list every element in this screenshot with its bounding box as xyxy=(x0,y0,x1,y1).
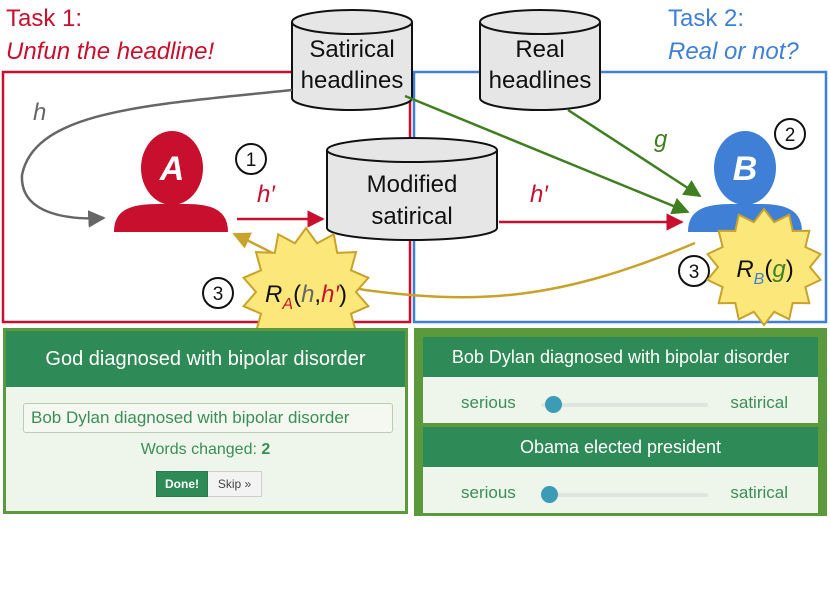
h-prime-label-right: h′ xyxy=(530,181,549,208)
unfun-task-panel: God diagnosed with bipolar disorder Bob … xyxy=(3,328,408,514)
reward-b-g: g xyxy=(772,256,786,283)
skip-button[interactable]: Skip » xyxy=(208,471,262,497)
task2-title: Task 2: xyxy=(668,5,744,32)
rating-slider-row: serious satirical xyxy=(423,473,818,513)
h-label: h xyxy=(33,99,46,126)
step-3-marker-right: 3 xyxy=(678,255,710,287)
original-headline: God diagnosed with bipolar disorder xyxy=(6,331,405,387)
satirical-to-b-arrow xyxy=(404,94,690,215)
words-changed-label: Words changed: xyxy=(140,441,257,458)
step-3-number-right: 3 xyxy=(689,262,700,283)
reward-a-h: h xyxy=(301,281,314,308)
words-changed-count: 2 xyxy=(261,441,271,458)
agent-a-icon: A xyxy=(114,131,228,232)
reward-a-h-prime: h′ xyxy=(321,281,340,308)
reward-b-open-paren: ( xyxy=(764,256,772,283)
modified-satirical-database: Modified satirical xyxy=(326,137,498,241)
action-buttons: Done! Skip » xyxy=(156,471,262,497)
step-1-number: 1 xyxy=(246,150,257,171)
slider-thumb[interactable] xyxy=(544,396,562,413)
task2-subtitle: Real or not? xyxy=(668,38,799,65)
real-or-not-panel: Bob Dylan diagnosed with bipolar disorde… xyxy=(414,328,827,516)
reward-b-r: R xyxy=(736,256,753,283)
reward-a-close-paren: ) xyxy=(339,281,347,308)
rating-card: Obama elected president serious satirica… xyxy=(423,427,818,513)
reward-a-r: R xyxy=(265,281,282,308)
reward-a-formula: RA(h,h′) xyxy=(265,281,347,313)
satirical-db-label-line1: Satirical xyxy=(309,36,394,63)
reward-b-close-paren: ) xyxy=(786,256,794,283)
serious-label: serious xyxy=(461,483,516,502)
rating-slider[interactable] xyxy=(541,486,708,503)
words-changed: Words changed: 2 xyxy=(6,441,405,459)
reward-a-open-paren: ( xyxy=(293,281,301,308)
satirical-headlines-database: Satirical headlines xyxy=(291,9,413,111)
done-button[interactable]: Done! xyxy=(156,471,208,497)
slider-thumb[interactable] xyxy=(541,486,559,503)
agent-a-letter: A xyxy=(159,150,185,188)
h-arrow xyxy=(20,88,293,228)
rating-card: Bob Dylan diagnosed with bipolar disorde… xyxy=(423,337,818,423)
reward-a-comma: , xyxy=(314,281,321,308)
h-prime-label-left: h′ xyxy=(257,181,276,208)
reward-b-formula: RB(g) xyxy=(736,256,793,288)
step-3-marker-left: 3 xyxy=(202,277,234,309)
real-db-label-line1: Real xyxy=(515,36,564,63)
g-label: g xyxy=(654,126,668,153)
task1-title: Task 1: xyxy=(6,5,82,32)
task1-subtitle: Unfun the headline! xyxy=(6,38,214,65)
real-db-label-line2: headlines xyxy=(489,67,592,94)
reward-b-subscript: B xyxy=(754,271,765,288)
agent-b-letter: B xyxy=(733,150,758,188)
rating-slider-row: serious satirical xyxy=(423,383,818,423)
satirical-label: satirical xyxy=(730,483,788,502)
rating-headline: Obama elected president xyxy=(423,427,818,467)
reward-b-star xyxy=(705,207,823,327)
step-3-number-left: 3 xyxy=(213,284,224,305)
reward-a-subscript: A xyxy=(281,296,293,313)
modified-db-label-line2: satirical xyxy=(371,203,452,230)
g-arrow xyxy=(567,108,702,198)
rating-slider[interactable] xyxy=(541,396,708,413)
step-2-marker: 2 xyxy=(774,118,806,150)
modified-db-label-line1: Modified xyxy=(367,171,458,198)
rating-headline: Bob Dylan diagnosed with bipolar disorde… xyxy=(423,337,818,377)
satirical-label: satirical xyxy=(730,393,788,412)
step-2-number: 2 xyxy=(785,125,796,146)
step-1-marker: 1 xyxy=(235,143,267,175)
serious-label: serious xyxy=(461,393,516,412)
real-headlines-database: Real headlines xyxy=(479,9,601,111)
satirical-db-label-line2: headlines xyxy=(301,67,404,94)
headline-edit-field[interactable]: Bob Dylan diagnosed with bipolar disorde… xyxy=(23,403,393,433)
